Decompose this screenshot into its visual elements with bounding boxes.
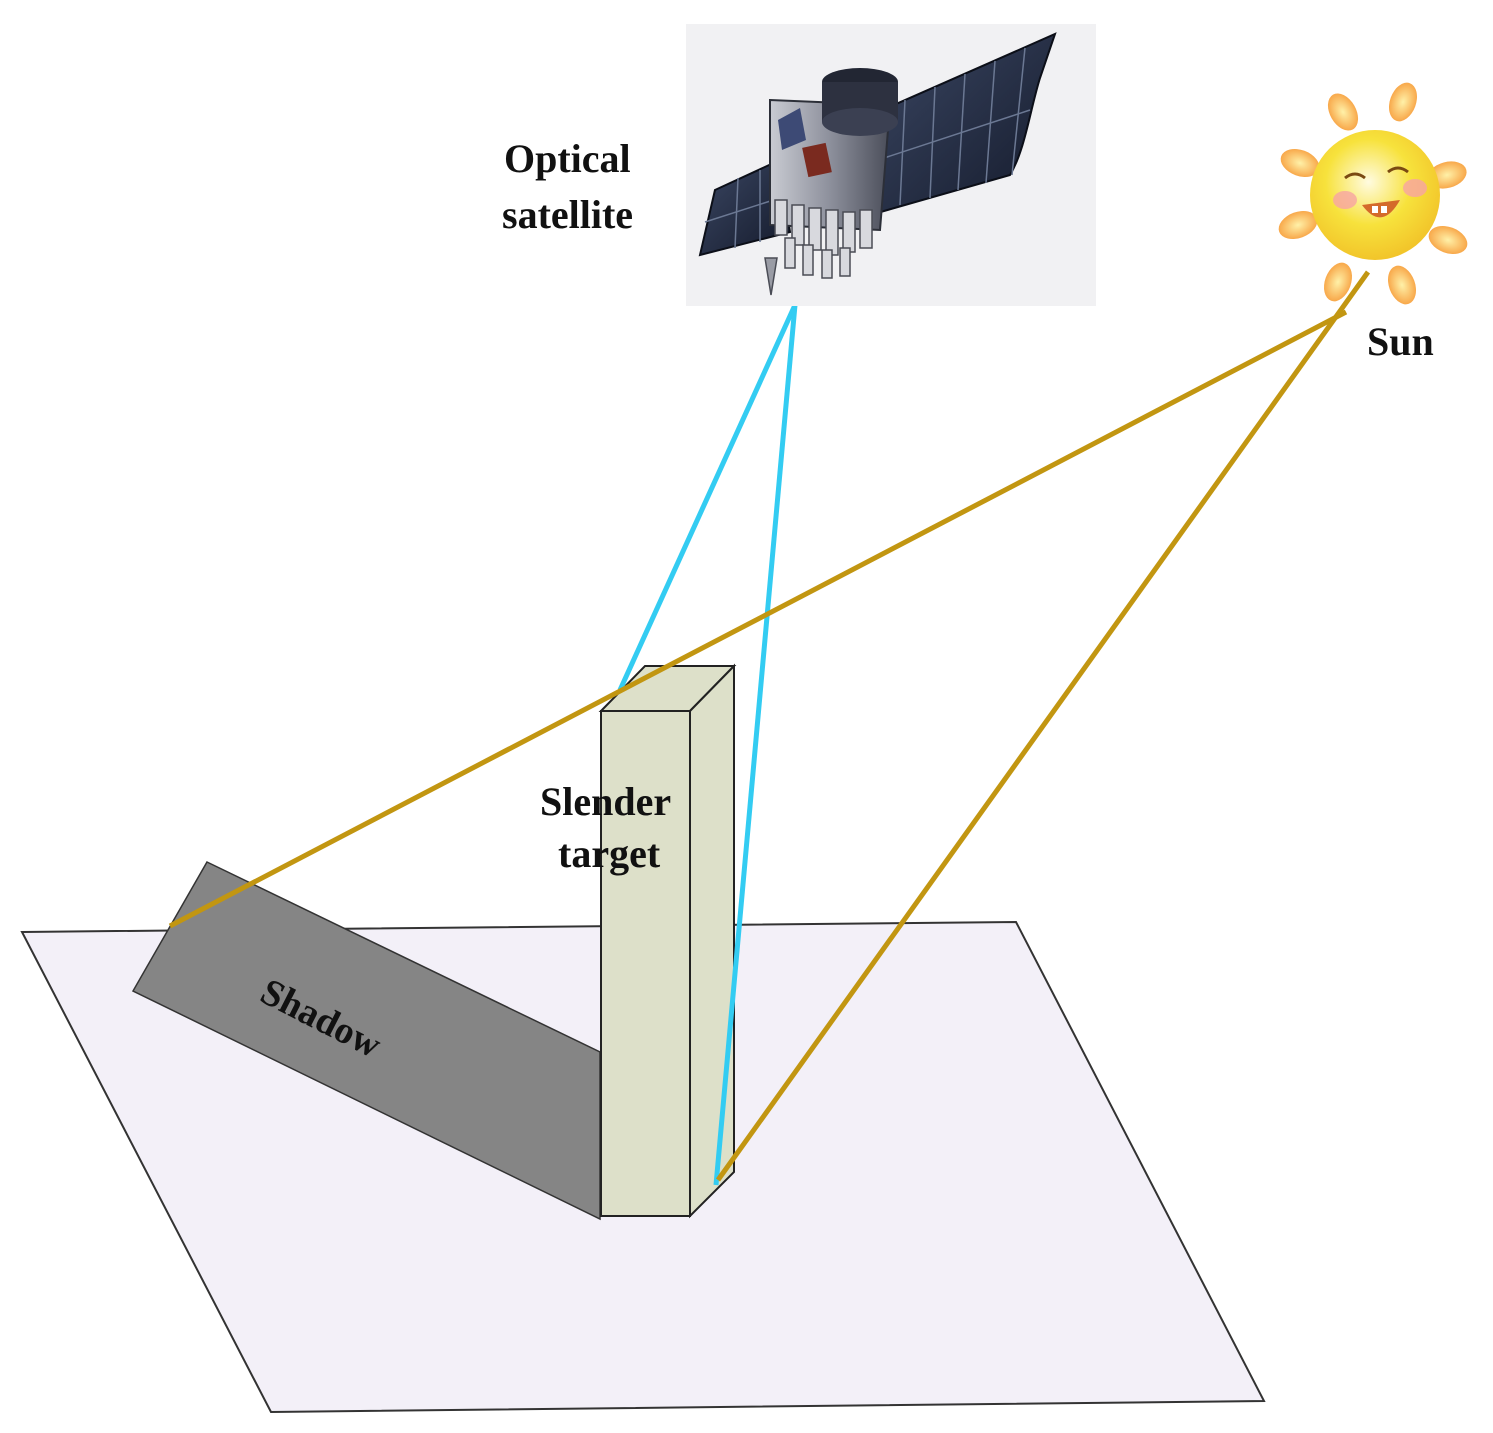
satellite-label-line2: satellite — [502, 192, 633, 237]
target-front-face — [600, 710, 691, 1217]
sun-icon — [1278, 82, 1468, 305]
shadow-region — [131, 861, 601, 1221]
target-label-line2: target — [558, 831, 661, 876]
satellite-ray-top — [617, 303, 798, 692]
satellite-ray-base — [713, 304, 798, 1186]
satellite-icon — [686, 24, 1096, 306]
satellite-label-line1: Optical — [504, 136, 631, 181]
sun-ray-top — [168, 309, 1348, 929]
slender-target — [598, 663, 737, 1219]
target-label-line1: Slender — [540, 779, 671, 824]
sun-ray-base — [715, 270, 1371, 1182]
target-side-face — [689, 663, 735, 1219]
sun-label: Sun — [1367, 319, 1434, 364]
